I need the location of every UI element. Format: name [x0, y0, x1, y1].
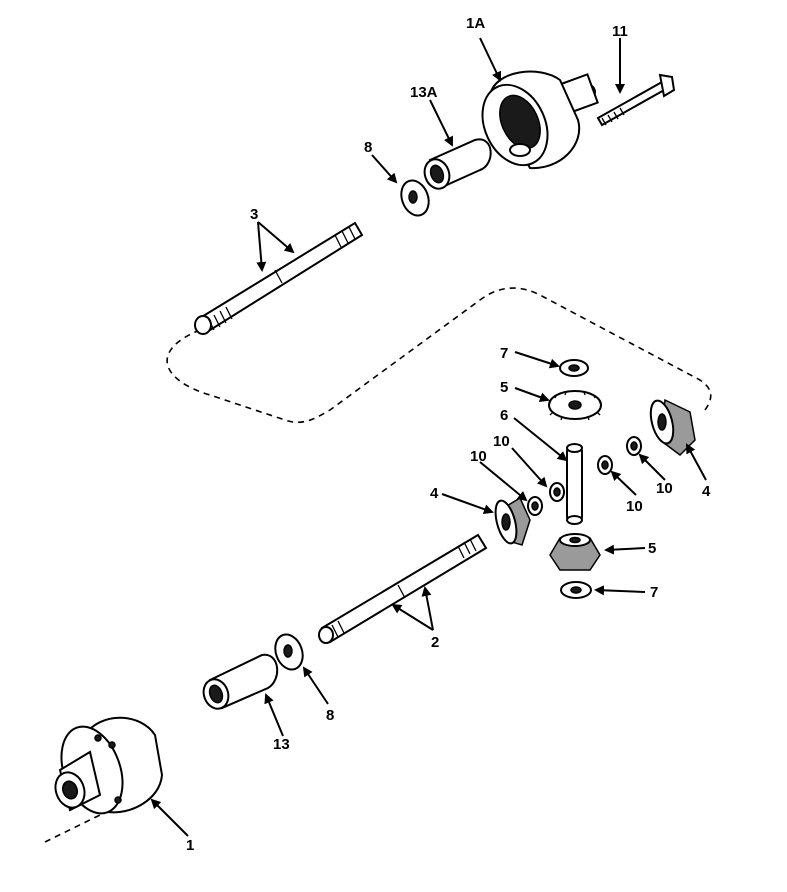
label-10-d: 10 [656, 480, 673, 497]
gear-4-left [494, 496, 531, 546]
label-8-bottom: 8 [326, 707, 334, 724]
label-1: 1 [186, 837, 194, 854]
washer-10-b [527, 496, 543, 516]
label-1a: 1A [466, 15, 485, 32]
label-13a: 13A [410, 84, 438, 101]
washer-7-bottom [560, 581, 592, 599]
washer-8-bottom [274, 633, 304, 671]
housing-1a [481, 70, 599, 170]
label-8-top: 8 [364, 139, 372, 156]
label-7-bottom: 7 [650, 584, 658, 601]
housing-axis-dashed-line [44, 814, 101, 843]
washer-10-d [626, 436, 642, 456]
washer-8-top [400, 179, 430, 217]
label-7-top: 7 [500, 345, 508, 362]
label-10-b: 10 [470, 448, 487, 465]
gear-5-top [548, 390, 602, 421]
washer-7-top [559, 359, 589, 377]
label-4-left: 4 [430, 485, 439, 502]
label-5-bottom: 5 [648, 540, 656, 557]
housing-1 [54, 716, 164, 815]
label-13: 13 [273, 736, 290, 753]
label-4-right: 4 [702, 483, 711, 500]
bushing-13 [202, 653, 278, 710]
label-10-c: 10 [626, 498, 643, 515]
bushing-13a [423, 138, 492, 190]
assembly-dashed-path [166, 287, 712, 424]
label-2: 2 [431, 634, 439, 651]
gear-5-bottom [549, 533, 601, 571]
leader-lines [150, 37, 707, 837]
label-6: 6 [500, 407, 508, 424]
washer-10-c [597, 455, 613, 475]
gear-4-right [649, 398, 696, 456]
shaft-2 [318, 533, 488, 644]
label-5-top: 5 [500, 379, 508, 396]
shaft-3 [194, 221, 364, 335]
label-3: 3 [250, 206, 258, 223]
pin-6 [566, 443, 583, 525]
washer-10-a [549, 482, 565, 502]
label-10-a: 10 [493, 433, 510, 450]
label-11: 11 [612, 23, 628, 40]
bolt-11 [596, 73, 676, 127]
